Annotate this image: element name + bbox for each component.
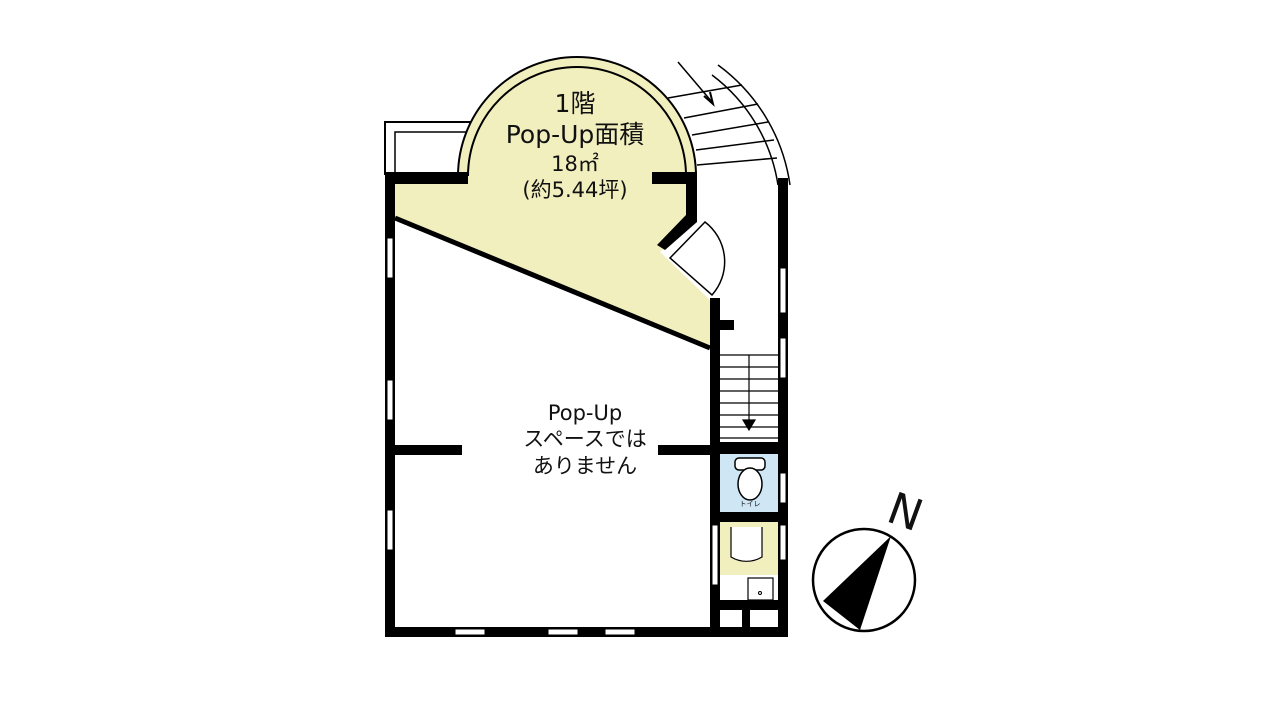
sink <box>747 577 774 601</box>
non-popup-line-1: Pop-Up <box>547 401 623 425</box>
popup-area-title: Pop-Up面積 <box>505 120 645 150</box>
toilet-label: トイレ <box>739 500 761 508</box>
popup-area-label: 1階 Pop-Up面積 18㎡ (約5.44坪) <box>440 88 710 203</box>
toilet-icon <box>734 457 766 501</box>
floor-label: 1階 <box>554 89 596 118</box>
compass-icon <box>811 527 917 633</box>
entrance-stairs <box>667 61 791 186</box>
area-tsubo: (約5.44坪) <box>522 177 628 202</box>
door <box>668 220 726 297</box>
popup-area <box>395 57 710 348</box>
non-popup-line-2: スペースでは <box>523 427 647 452</box>
windows <box>386 237 787 636</box>
non-popup-area-label: Pop-Up スペースでは ありません <box>450 400 720 479</box>
indoor-stairs <box>720 354 778 439</box>
area-m2: 18㎡ <box>551 151 599 176</box>
non-popup-line-3: ありません <box>532 453 638 478</box>
